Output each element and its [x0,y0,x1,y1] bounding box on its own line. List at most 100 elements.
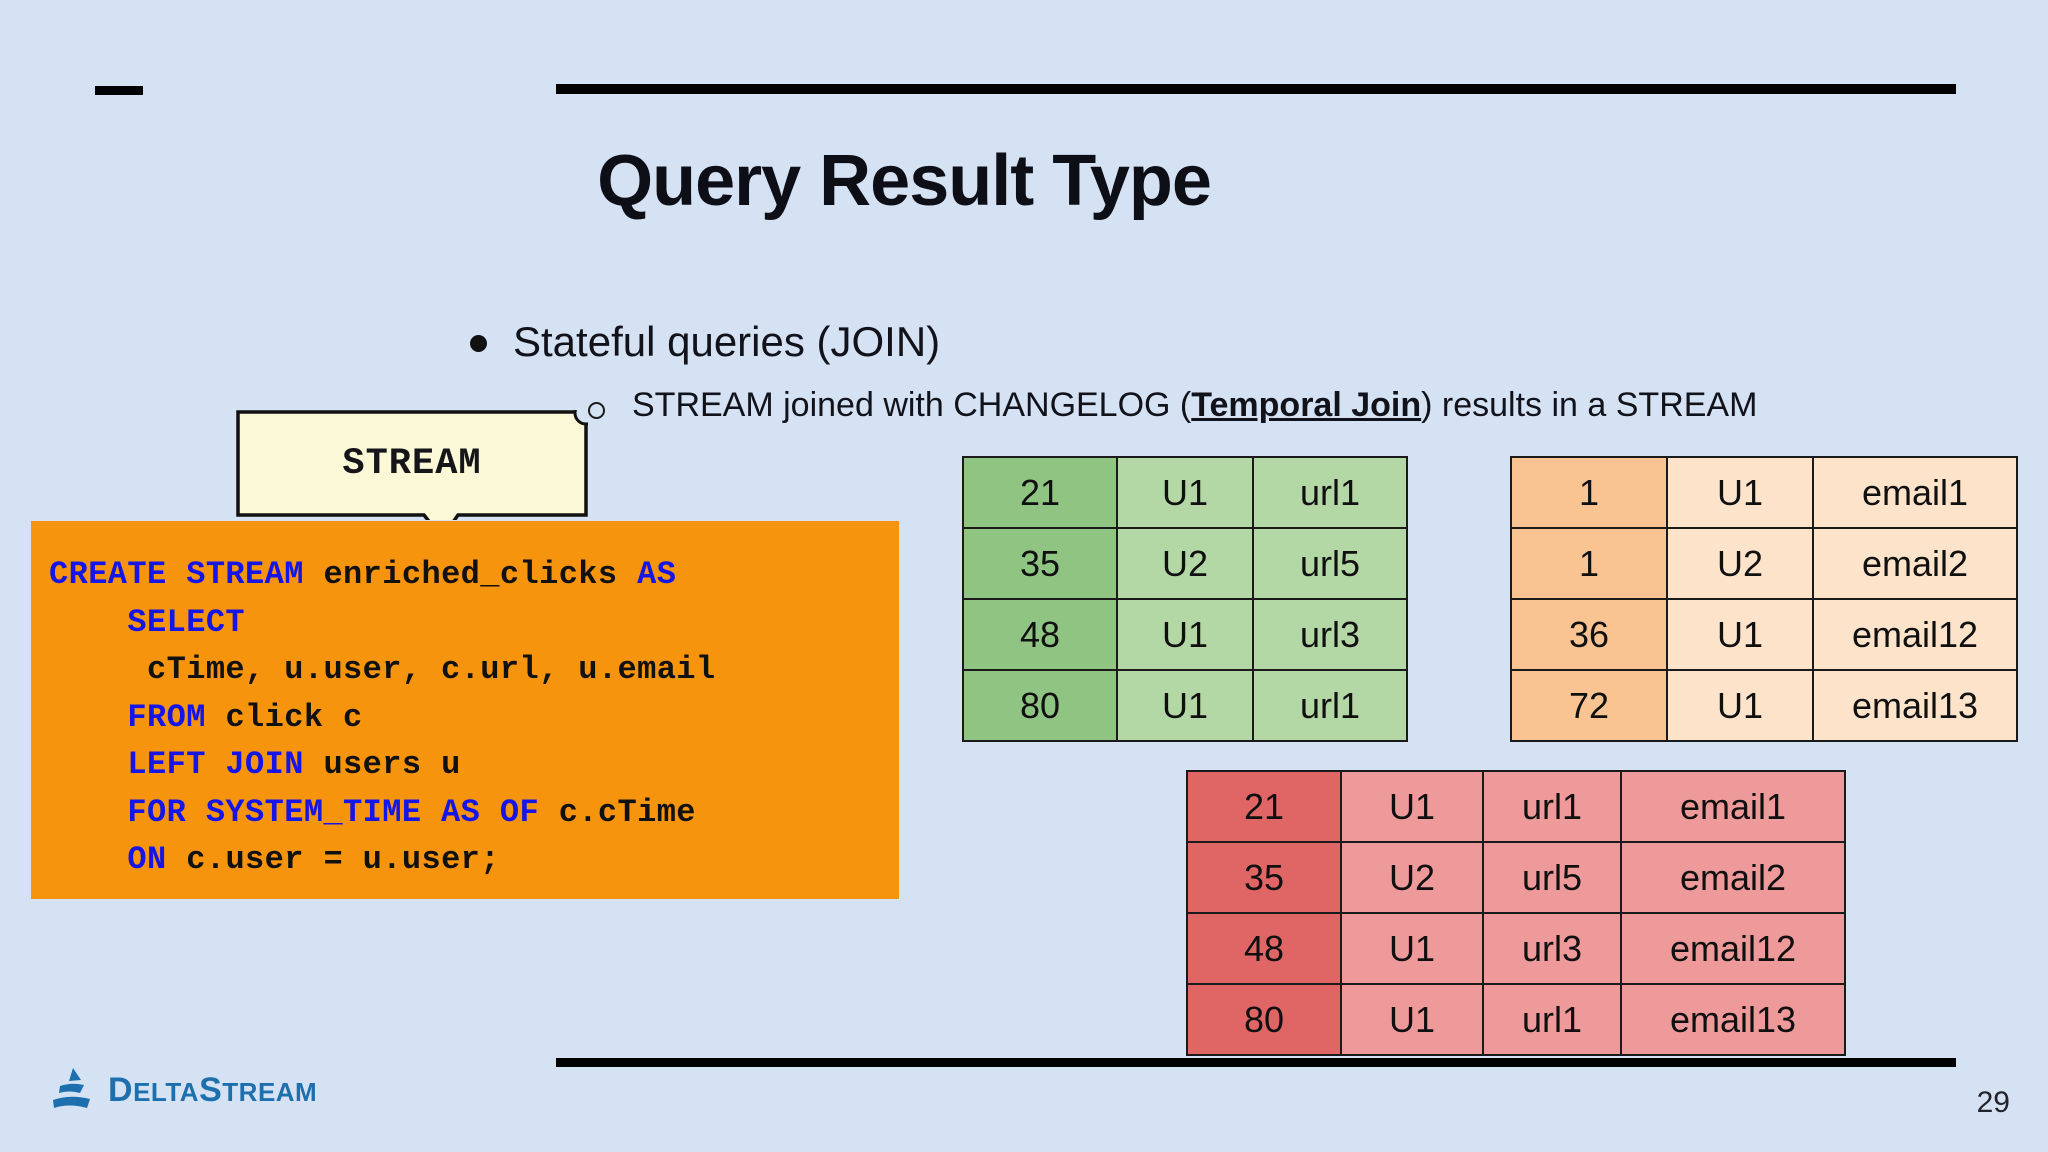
table-cell: 1 [1510,456,1668,529]
table-cell: 35 [962,527,1118,600]
table-cell: U2 [1340,841,1484,914]
table-cell: url1 [1482,983,1622,1056]
table-cell: email1 [1812,456,2018,529]
table-cell: url1 [1482,770,1622,843]
table-cell: U1 [1116,456,1254,529]
logo-elta: ELTA [133,1076,200,1107]
page-title: Query Result Type [597,141,1212,221]
table-cell: U1 [1666,669,1814,742]
sql-code-line: LEFT JOIN users u [49,741,899,789]
table-cell: email2 [1812,527,2018,600]
bullet-level1: Stateful queries (JOIN) [470,318,940,365]
header-rule [556,84,1956,94]
logo-d: D [108,1070,134,1109]
table-cell: U1 [1340,770,1484,843]
deltastream-logo: DELTASTREAM [50,1066,317,1114]
sql-code-line: cTime, u.user, c.url, u.email [49,646,899,694]
table-cell: email2 [1620,841,1846,914]
stream-callout: STREAM [236,410,588,520]
logo-s: S [199,1070,223,1109]
sql-keyword: CREATE STREAM [49,556,324,593]
table-cell: 21 [962,456,1118,529]
table-cell: email12 [1620,912,1846,985]
table-cell: U2 [1666,527,1814,600]
sql-identifier: c.user = u.user; [186,841,500,878]
table-cell: url3 [1482,912,1622,985]
table-cell: 21 [1186,770,1342,843]
sql-keyword: SELECT [49,603,246,641]
bullet-level2-text-after: ) results in a STREAM [1421,386,1758,424]
bullet-circle-icon [588,402,605,419]
callout-label: STREAM [342,442,482,485]
sql-identifier: cTime, u.user, c.url, u.email [49,651,716,688]
deltastream-mark-icon [53,1068,90,1108]
table-cell: 48 [1186,912,1342,985]
sql-identifier: click c [225,698,363,736]
sql-code-line: ON c.user = u.user; [49,836,899,884]
bullet-level2-emphasis: Temporal Join [1191,386,1422,424]
table-cell: U1 [1116,669,1254,742]
table-cell: U1 [1666,598,1814,671]
sql-code-line: CREATE STREAM enriched_clicks AS [49,551,899,599]
table-cell: email1 [1620,770,1846,843]
sql-code-line: SELECT [49,599,899,647]
footer-rule [556,1058,1956,1067]
table-cell: U1 [1666,456,1814,529]
table-cell: U1 [1340,983,1484,1056]
sql-keyword: AS [637,556,677,593]
sql-code-line: FOR SYSTEM_TIME AS OF c.cTime [49,789,899,837]
sql-identifier: users u [323,746,461,783]
table-cell: 80 [962,669,1118,742]
table-cell: U1 [1116,598,1254,671]
table-cell: 48 [962,598,1118,671]
sql-code-block: CREATE STREAM enriched_clicks AS SELECT … [31,521,899,899]
sql-identifier: c.cTime [558,793,696,831]
table-cell: 36 [1510,598,1668,671]
table-cell: email13 [1620,983,1846,1056]
bullet-dot-icon [470,335,487,352]
table-cell: url5 [1252,527,1408,600]
sql-identifier: enriched_clicks [323,556,638,593]
table-cell: url3 [1252,598,1408,671]
page-number: 29 [1976,1086,2010,1119]
bullet-level2-text-before: STREAM joined with CHANGELOG ( [632,386,1192,424]
callout-shape-icon [236,410,588,520]
bullet-level2: STREAM joined with CHANGELOG (Temporal J… [588,386,1757,424]
table-cell: 80 [1186,983,1342,1056]
header-dash [95,86,143,95]
sql-keyword: FROM [49,698,226,736]
sql-keyword: ON [49,841,187,878]
sql-keyword: FOR SYSTEM_TIME AS OF [49,793,559,831]
table-cell: U2 [1116,527,1254,600]
table-cell: url1 [1252,456,1408,529]
table-cell: url5 [1482,841,1622,914]
table-cell: 35 [1186,841,1342,914]
table-cell: email13 [1812,669,2018,742]
table-cell: url1 [1252,669,1408,742]
sql-code-line: FROM click c [49,694,899,742]
table-cell: email12 [1812,598,2018,671]
table-cell: 72 [1510,669,1668,742]
bullet-level2-label: STREAM joined with CHANGELOG (Temporal J… [632,386,1757,424]
sql-keyword: LEFT JOIN [49,746,324,783]
logo-tream: TREAM [222,1076,318,1107]
bullet-level1-label: Stateful queries (JOIN) [513,318,941,365]
deltastream-wordmark: DELTASTREAM [108,1071,317,1110]
table-cell: U1 [1340,912,1484,985]
table-cell: 1 [1510,527,1668,600]
